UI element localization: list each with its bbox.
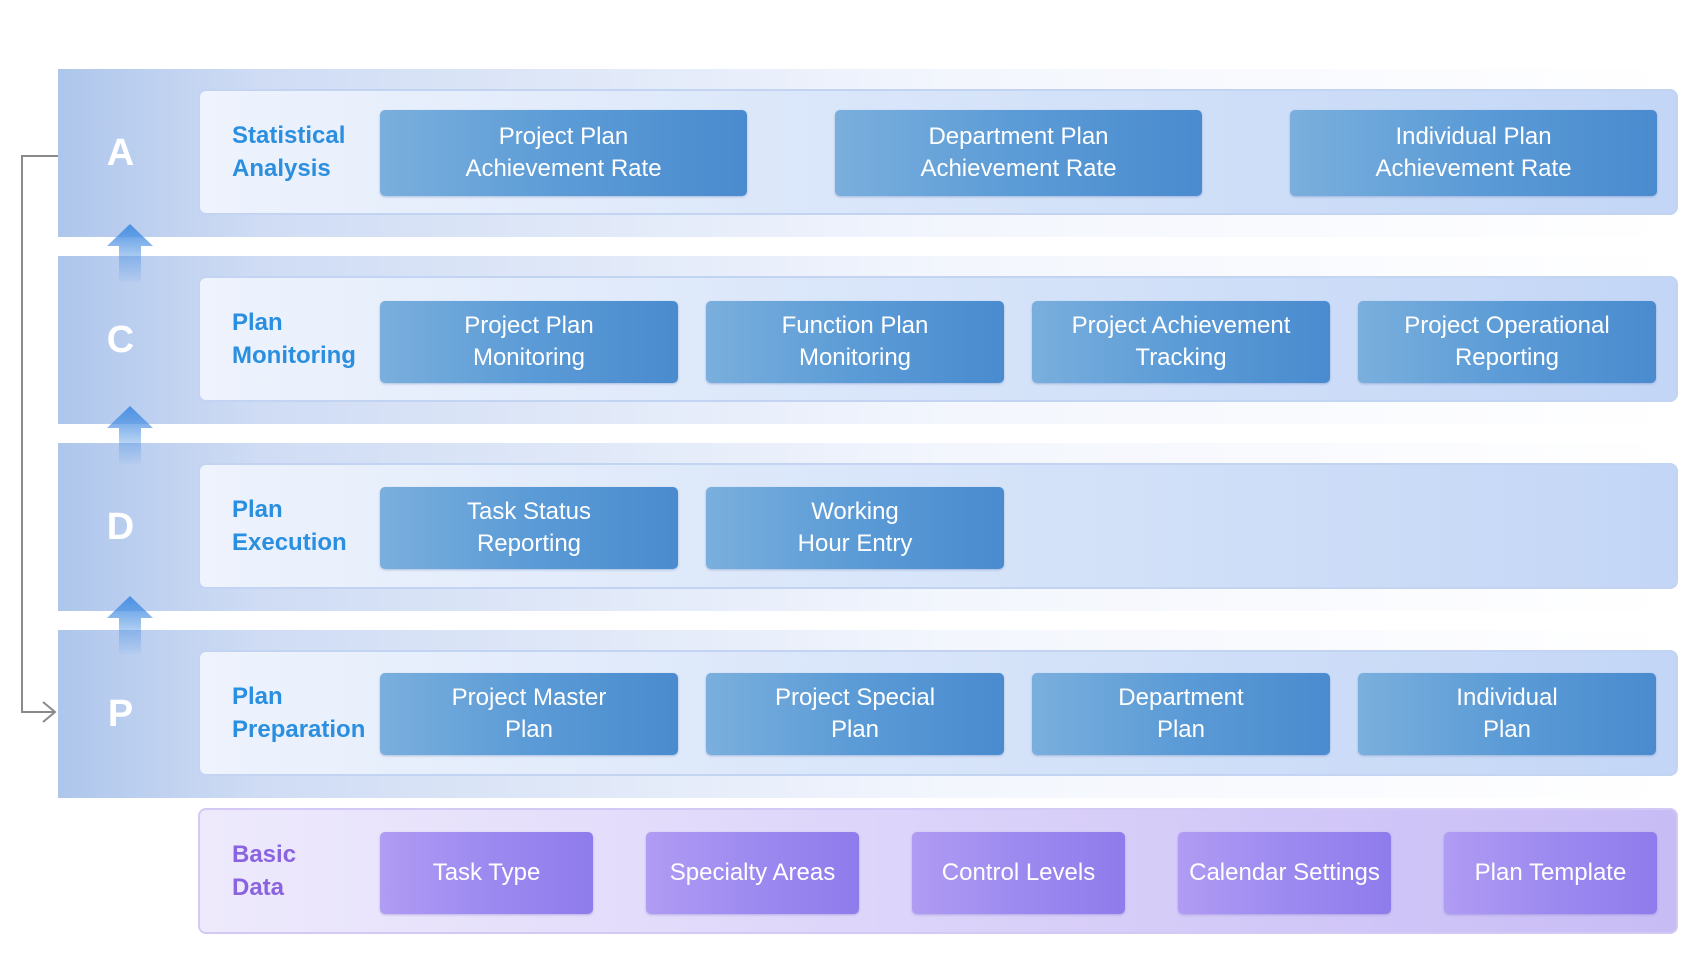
panel-label: Plan Execution xyxy=(232,496,347,556)
box-control-levels[interactable]: Control Levels xyxy=(912,832,1125,914)
loop-arrow-icon xyxy=(21,155,58,723)
panel-label: Plan Preparation xyxy=(232,683,366,743)
box-department-plan-achievement-rate[interactable]: Department Plan Achievement Rate xyxy=(835,110,1202,196)
box-specialty-areas[interactable]: Specialty Areas xyxy=(646,832,859,914)
box-calendar-settings[interactable]: Calendar Settings xyxy=(1178,832,1391,914)
band-letter: D xyxy=(106,505,135,548)
band-letter: A xyxy=(106,131,135,174)
box-task-type[interactable]: Task Type xyxy=(380,832,593,914)
box-individual-plan[interactable]: Individual Plan xyxy=(1358,673,1656,755)
panel-label: Basic Data xyxy=(232,841,297,901)
panel-label: Statistical Analysis xyxy=(232,122,346,182)
box-project-plan-monitoring[interactable]: Project Plan Monitoring xyxy=(380,301,678,383)
box-project-operational-reporting[interactable]: Project Operational Reporting xyxy=(1358,301,1656,383)
panel-label: Plan Monitoring xyxy=(232,309,356,369)
box-individual-plan-achievement-rate[interactable]: Individual Plan Achievement Rate xyxy=(1290,110,1657,196)
up-arrow-icon xyxy=(107,406,153,464)
box-department-plan[interactable]: Department Plan xyxy=(1032,673,1330,755)
up-arrow-icon xyxy=(107,224,153,282)
box-function-plan-monitoring[interactable]: Function Plan Monitoring xyxy=(706,301,1004,383)
up-arrow-icon xyxy=(107,596,153,654)
band-letter: P xyxy=(107,692,134,735)
box-project-master-plan[interactable]: Project Master Plan xyxy=(380,673,678,755)
band-letter: C xyxy=(106,318,135,361)
box-project-plan-achievement-rate[interactable]: Project Plan Achievement Rate xyxy=(380,110,747,196)
box-task-status-reporting[interactable]: Task Status Reporting xyxy=(380,487,678,569)
box-project-special-plan[interactable]: Project Special Plan xyxy=(706,673,1004,755)
box-plan-template[interactable]: Plan Template xyxy=(1444,832,1657,914)
box-project-achievement-tracking[interactable]: Project Achievement Tracking xyxy=(1032,301,1330,383)
box-working-hour-entry[interactable]: Working Hour Entry xyxy=(706,487,1004,569)
